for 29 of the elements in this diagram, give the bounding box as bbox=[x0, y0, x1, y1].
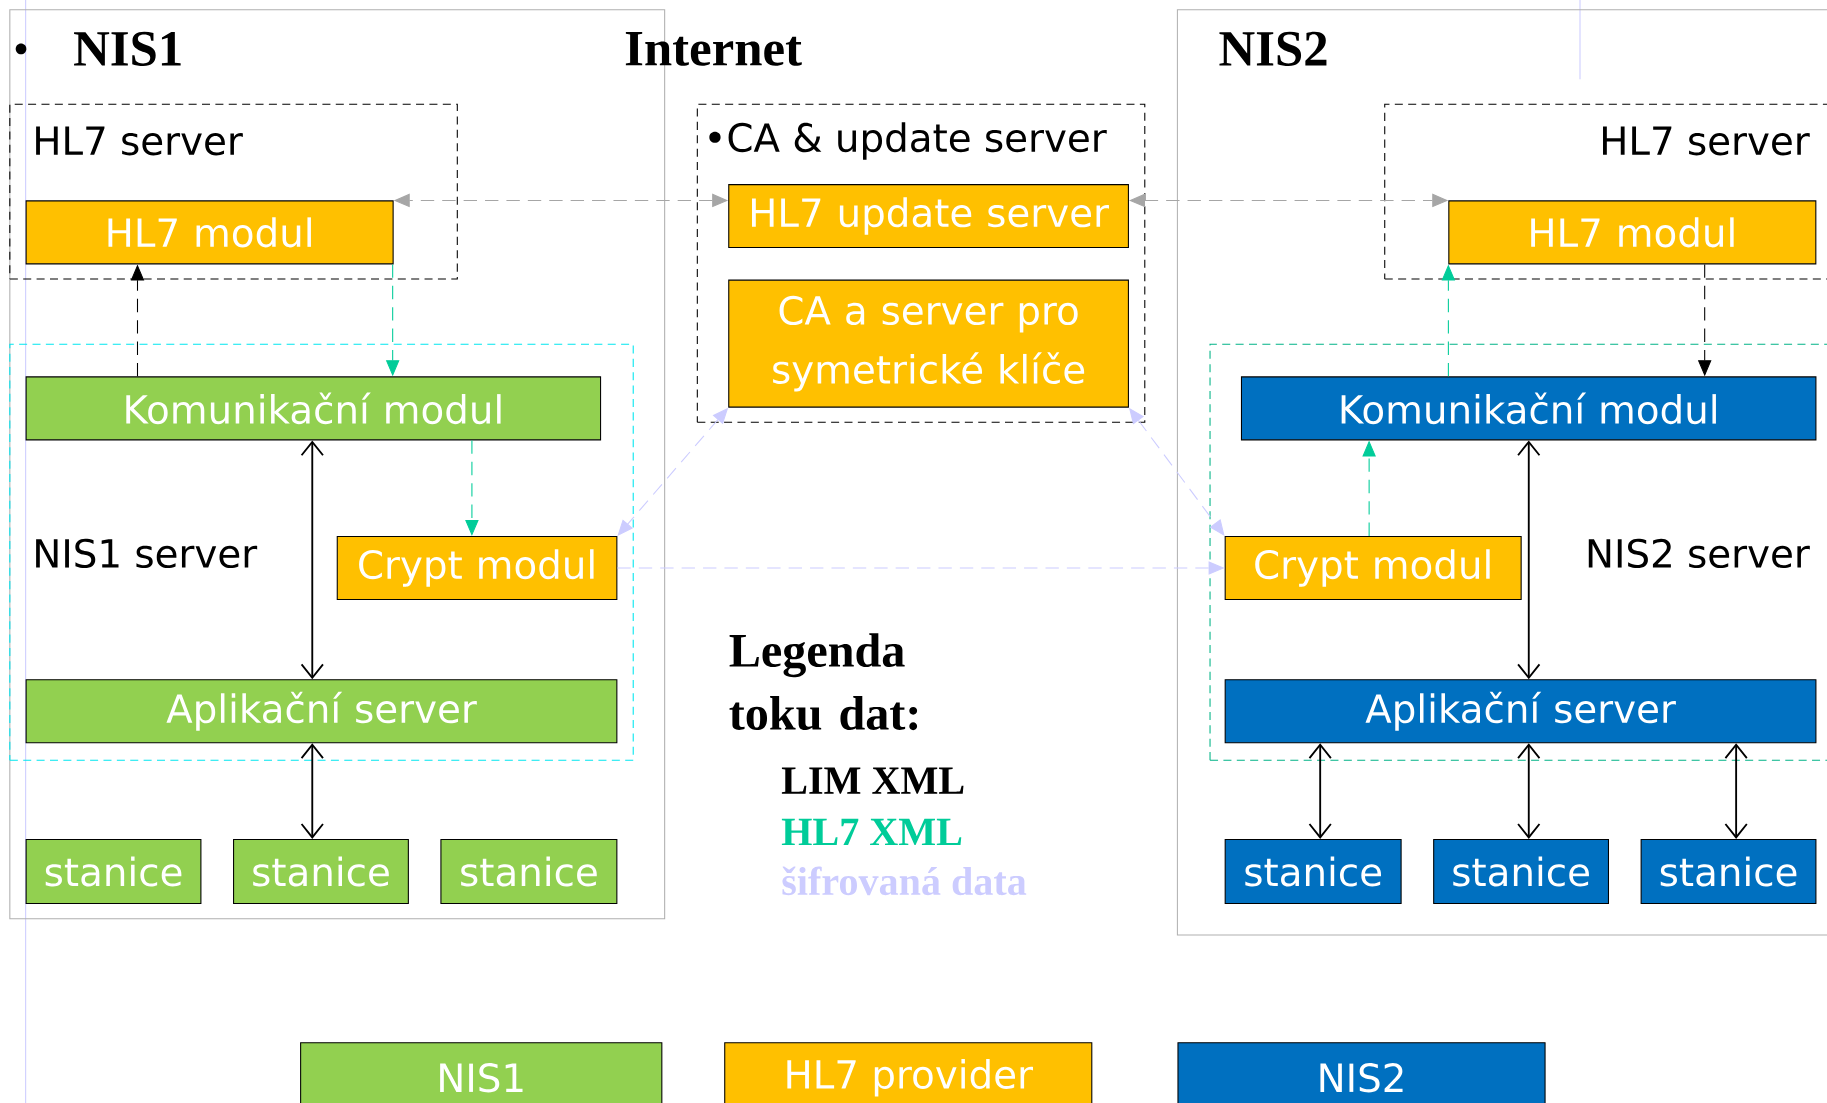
arrow bbox=[1517, 440, 1541, 680]
module-box: HL7 update server bbox=[728, 183, 1129, 248]
module-box: Komunikační modul bbox=[1240, 376, 1817, 441]
legend-box: NIS2 bbox=[1177, 1042, 1546, 1103]
legend-box: HL7 provider bbox=[724, 1042, 1093, 1103]
arrow bbox=[1517, 743, 1541, 839]
module-box: stanice bbox=[1640, 838, 1817, 904]
module-box: HL7 modul bbox=[25, 200, 394, 265]
module-box: Komunikační modul bbox=[25, 376, 602, 441]
legend-entry: HL7 XML bbox=[781, 818, 962, 845]
legend-box: NIS1 bbox=[300, 1042, 663, 1103]
module-box: stanice bbox=[1224, 838, 1402, 904]
module-box: Aplikační server bbox=[25, 679, 618, 744]
module-box: stanice bbox=[1433, 838, 1609, 904]
module-box: stanice bbox=[440, 838, 618, 904]
legend-entry: LIM XML bbox=[781, 767, 964, 794]
arrow bbox=[300, 440, 324, 680]
arrow bbox=[1308, 743, 1332, 839]
module-box: Aplikační server bbox=[1224, 679, 1817, 744]
module-box: CA a server pro symetrické klíče bbox=[728, 279, 1129, 408]
arrow bbox=[300, 743, 324, 839]
module-box: Crypt modul bbox=[1224, 535, 1522, 600]
legend-title: Legenda toku dat: bbox=[729, 633, 918, 730]
arrow bbox=[1724, 743, 1748, 839]
module-box: stanice bbox=[25, 838, 202, 904]
heading: Internet bbox=[625, 31, 802, 66]
module-box: HL7 modul bbox=[1448, 200, 1817, 265]
module-box: stanice bbox=[233, 838, 409, 904]
module-box: Crypt modul bbox=[336, 535, 618, 600]
